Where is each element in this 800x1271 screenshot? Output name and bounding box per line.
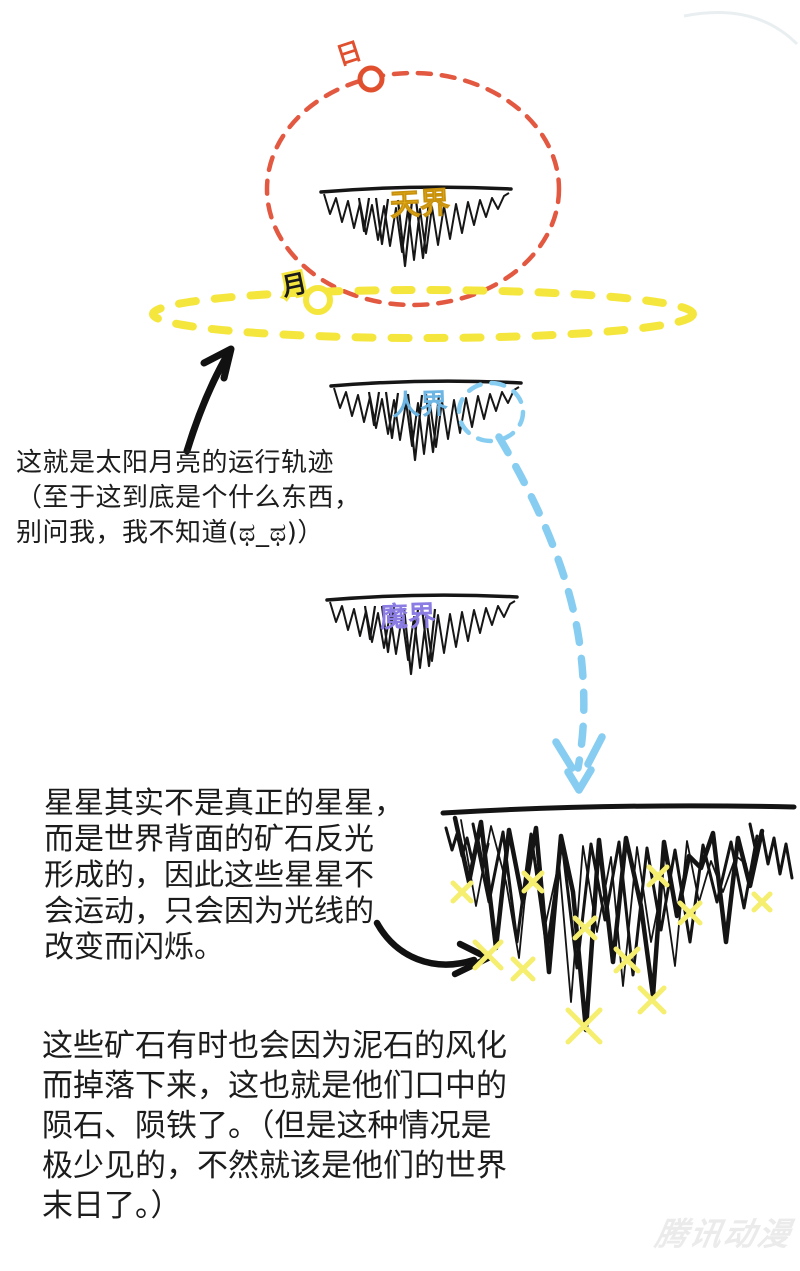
orbit-note-line: 别问我，我不知道(ಥ_ಥ)）	[16, 518, 324, 548]
mineral-x-marks	[450, 864, 773, 1045]
orbit-note-line: 这就是太阳月亮的运行轨迹	[16, 448, 335, 478]
meteor-note-line: 末日了。）	[42, 1188, 182, 1224]
star-note-line: 会运动，只会因为光线的	[44, 894, 374, 929]
meteor-note-line: 而掉落下来，这也就是他们口中的	[42, 1068, 507, 1104]
sun-circle	[357, 65, 385, 93]
meteor-note-line: 陨石、陨铁了。（但是这种情况是	[42, 1108, 492, 1144]
moon-orbit-ellipse	[149, 286, 697, 342]
orbit-note: 这就是太阳月亮的运行轨迹 （至于这到底是个什么东西， 别问我，我不知道(ಥ_ಥ)…	[16, 446, 361, 551]
sun-label: 日	[333, 36, 366, 71]
moon: 月	[276, 266, 333, 315]
star-note: 星星其实不是真正的星星， 而是世界背面的矿石反光 形成的，因此这些星星不 会运动…	[44, 786, 404, 966]
moon-circle	[303, 285, 333, 315]
orbit-note-line: （至于这到底是个什么东西，	[16, 483, 361, 513]
up-arrow-icon	[183, 345, 235, 455]
human-island: 人界	[329, 379, 523, 462]
heaven-island-label: 天界	[389, 185, 451, 223]
star-note-line: 星星其实不是真正的星星，	[44, 786, 404, 821]
fall-path-arrow-icon	[495, 433, 606, 794]
heaven-island: 天界	[319, 185, 513, 268]
moon-label: 月	[278, 268, 309, 302]
tencent-comics-watermark: 腾讯动漫	[652, 1215, 795, 1253]
star-note-line: 改变而闪烁。	[44, 930, 224, 965]
fall-highlight-circle	[456, 380, 526, 444]
meteor-note-line: 这些矿石有时也会因为泥石的风化	[42, 1028, 507, 1064]
human-island-label: 人界	[391, 387, 448, 422]
sun-orbit-ellipse	[264, 70, 562, 308]
panel-corner-border	[683, 11, 799, 46]
meteor-note-line: 极少见的，不然就该是他们的世界	[42, 1148, 507, 1184]
star-note-line: 形成的，因此这些星星不	[44, 858, 374, 893]
world-backside	[440, 803, 797, 1033]
demon-island-label: 魔界	[379, 599, 436, 634]
demon-island: 魔界	[325, 593, 519, 676]
star-note-line: 而是世界背面的矿石反光	[44, 822, 374, 857]
meteor-note: 这些矿石有时也会因为泥石的风化 而掉落下来，这也就是他们口中的 陨石、陨铁了。（…	[42, 1026, 507, 1226]
